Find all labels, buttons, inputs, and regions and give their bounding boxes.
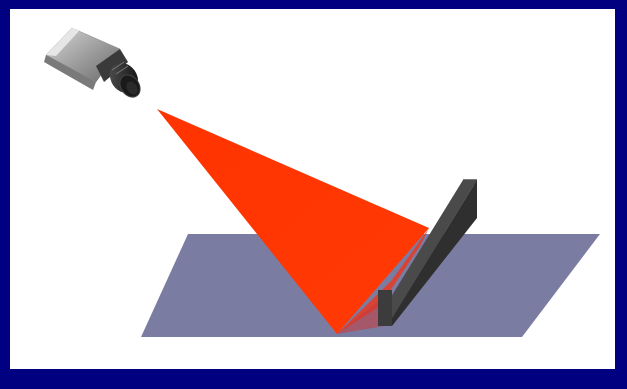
laser-beam bbox=[157, 109, 429, 334]
barrier-block bbox=[378, 179, 477, 326]
camera-icon bbox=[44, 27, 141, 98]
laser-beam-reflection bbox=[337, 300, 384, 334]
